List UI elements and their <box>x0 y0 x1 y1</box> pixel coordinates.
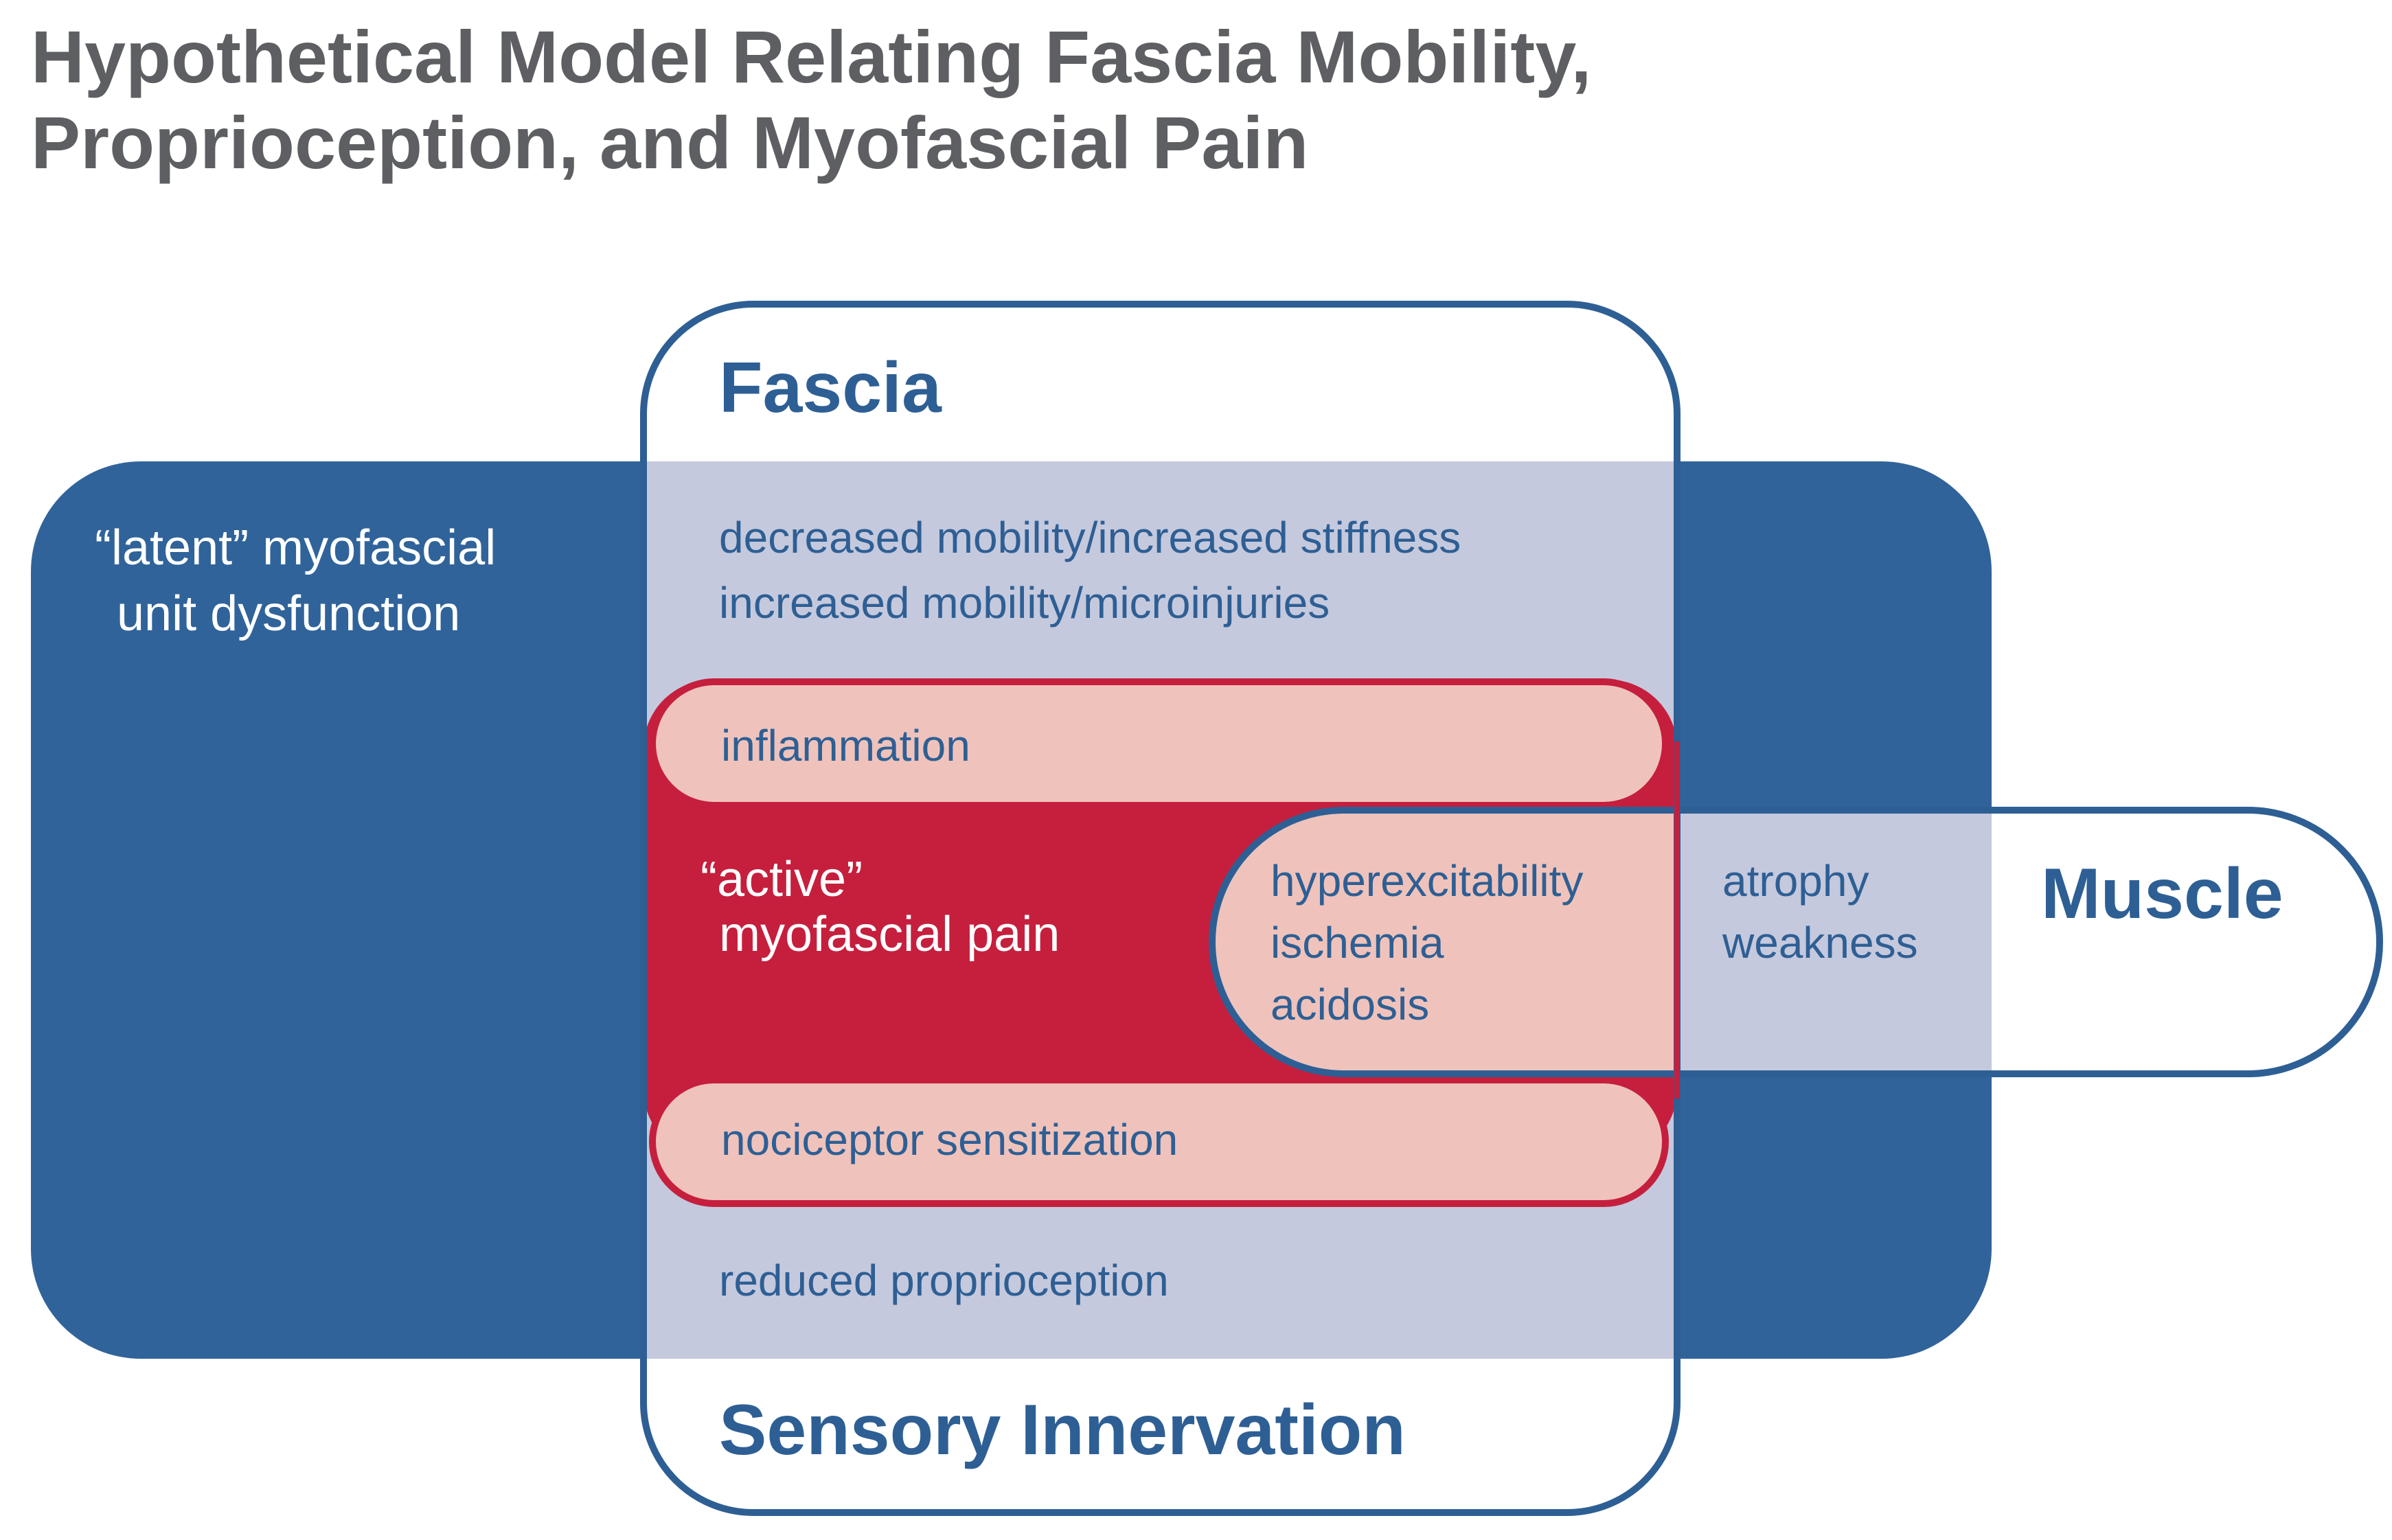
active-pain-label: “active” myofascial pain <box>700 852 1060 962</box>
proprioception-label: reduced proprioception <box>719 1256 1169 1305</box>
latent-label-line-2: unit dysfunction <box>117 586 460 641</box>
muscle-item-weakness: weakness <box>1722 918 1918 967</box>
title-line-1: Hypothetical Model Relating Fascia Mobil… <box>31 15 1591 98</box>
nociceptor-label: nociceptor sensitization <box>721 1115 1178 1164</box>
overlap-item-hyperexcitability: hyperexcitability <box>1271 856 1583 906</box>
nociceptor-pill <box>649 1077 1669 1207</box>
muscle-item-atrophy: atrophy <box>1722 856 1869 906</box>
latent-label: “latent” myofascial unit dysfunction <box>95 520 496 641</box>
active-pain-line-2: myofascial pain <box>719 907 1060 962</box>
title-line-2: Proprioception, and Myofascial Pain <box>31 101 1308 184</box>
muscle-heading: Muscle <box>2041 854 2283 934</box>
fascia-item-1: decreased mobility/increased stiffness <box>719 513 1461 562</box>
sensory-heading: Sensory Innervation <box>719 1390 1406 1470</box>
fascia-item-2: increased mobility/microinjuries <box>719 578 1330 628</box>
fascia-heading: Fascia <box>719 348 942 428</box>
overlap-item-ischemia: ischemia <box>1271 918 1444 967</box>
muscle-outline <box>1209 807 2383 1077</box>
latent-label-line-1: “latent” myofascial <box>95 520 496 575</box>
muscle-pain-overlap <box>1212 810 1677 1074</box>
overlap-item-acidosis: acidosis <box>1271 980 1429 1029</box>
inflammation-pill <box>649 678 1669 809</box>
inflammation-label: inflammation <box>721 721 970 770</box>
muscle-latent-overlap <box>1677 810 1992 1074</box>
diagram-title: Hypothetical Model Relating Fascia Mobil… <box>31 15 1591 184</box>
active-pain-line-1: “active” <box>700 852 863 907</box>
